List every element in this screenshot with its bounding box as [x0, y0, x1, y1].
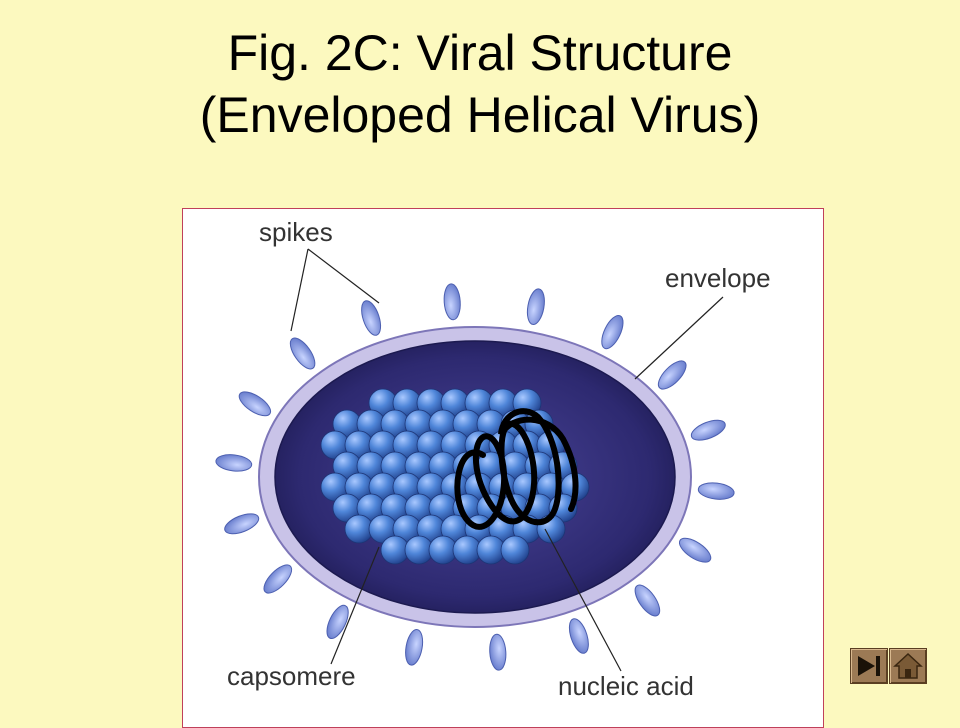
spike — [697, 482, 735, 500]
spike — [526, 288, 545, 325]
label-envelope: envelope — [665, 263, 771, 293]
slide-title-line-2: (Enveloped Helical Virus) — [199, 87, 761, 143]
spike — [443, 283, 461, 321]
spike — [263, 564, 293, 594]
capsomere-cluster — [320, 388, 590, 565]
nucleic-acid-leader-line — [544, 528, 622, 672]
spike — [289, 337, 316, 370]
virus-diagram-svg: spikes envelope capsomere nucleic acid — [215, 217, 771, 701]
capsomere-leader-line — [330, 546, 380, 665]
envelope-leader-line — [634, 296, 724, 380]
slide-title: Fig. 2C: Viral Structure (Enveloped Heli… — [0, 22, 960, 146]
next-slide-button[interactable] — [850, 648, 888, 684]
spike — [215, 454, 253, 472]
spike — [326, 604, 349, 639]
home-icon — [893, 652, 923, 679]
spike — [678, 537, 712, 563]
spike — [634, 584, 661, 617]
spike — [657, 360, 687, 390]
home-button[interactable] — [889, 648, 927, 684]
spike — [361, 300, 382, 336]
spikes-leader-line-2 — [307, 248, 380, 304]
spike — [238, 391, 272, 417]
spike — [224, 513, 260, 535]
spikes-group — [215, 283, 735, 671]
label-spikes: spikes — [259, 217, 333, 247]
virus-diagram: spikes envelope capsomere nucleic acid — [182, 208, 824, 728]
nucleic-acid-helix — [454, 408, 579, 530]
slide-title-line-1: Fig. 2C: Viral Structure — [227, 25, 733, 81]
spike — [489, 633, 507, 671]
label-nucleic-acid: nucleic acid — [558, 671, 694, 701]
next-slide-icon — [858, 656, 880, 676]
spike — [568, 618, 589, 654]
spikes-leader-line-1 — [290, 248, 309, 332]
spike — [405, 629, 424, 666]
label-capsomere: capsomere — [227, 661, 356, 691]
capsomere — [500, 535, 530, 565]
spike — [690, 419, 726, 441]
spike — [601, 315, 624, 350]
